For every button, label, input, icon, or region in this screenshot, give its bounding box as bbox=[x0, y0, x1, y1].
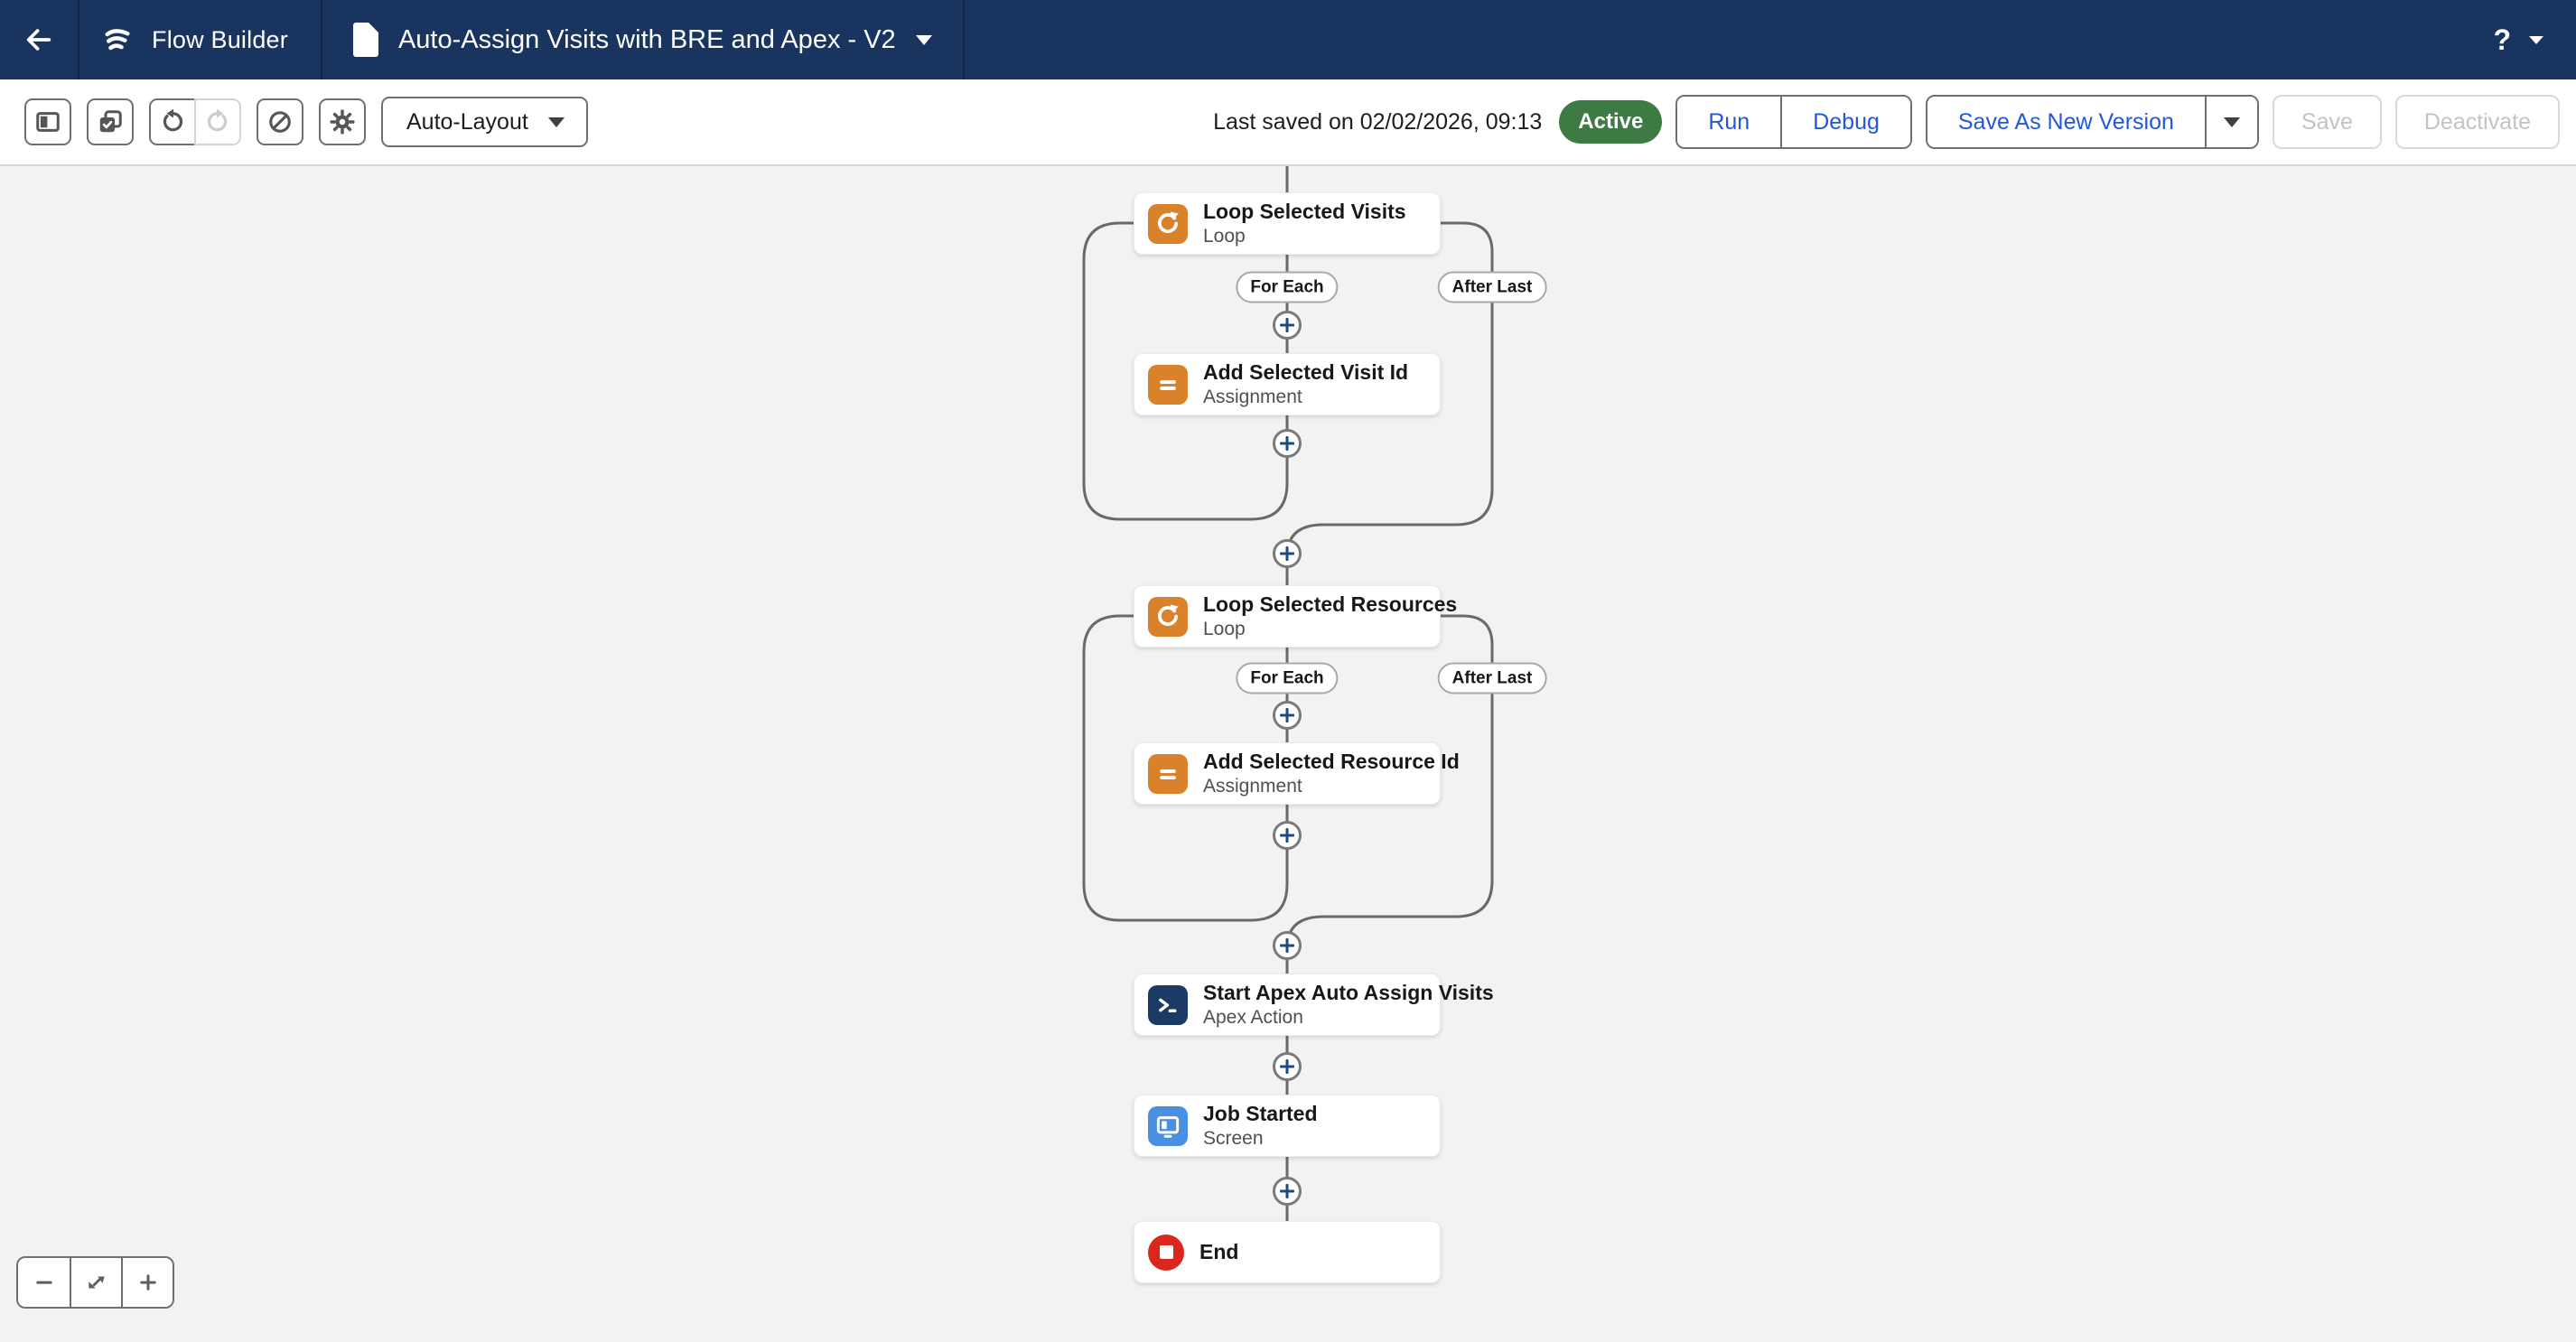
undo-redo-group bbox=[149, 98, 241, 145]
node-loop-selected-resources[interactable]: Loop Selected Resources Loop bbox=[1134, 585, 1457, 648]
branch-label-after-last: After Last bbox=[1437, 271, 1547, 303]
help-icon: ? bbox=[2493, 23, 2511, 56]
zoom-out-icon bbox=[35, 1281, 52, 1284]
undo-button[interactable] bbox=[149, 98, 196, 145]
zoom-controls bbox=[16, 1256, 174, 1309]
node-loop-selected-visits[interactable]: Loop Selected Visits Loop bbox=[1134, 192, 1441, 255]
node-type: Loop bbox=[1203, 619, 1246, 639]
debug-button[interactable]: Debug bbox=[1780, 97, 1910, 147]
expand-icon bbox=[88, 1276, 105, 1289]
assignment-icon bbox=[1148, 753, 1188, 794]
node-title: Add Selected Resource Id bbox=[1203, 750, 1460, 773]
zoom-in-icon bbox=[139, 1274, 156, 1291]
node-type: Screen bbox=[1203, 1128, 1264, 1149]
deactivate-button[interactable]: Deactivate bbox=[2394, 95, 2560, 149]
node-start-apex-auto-assign-visits[interactable]: Start Apex Auto Assign Visits Apex Actio… bbox=[1134, 974, 1494, 1036]
node-title: Start Apex Auto Assign Visits bbox=[1203, 981, 1494, 1004]
layout-mode-value: Auto-Layout bbox=[406, 108, 528, 135]
toolbar-left: Auto-Layout bbox=[24, 97, 588, 147]
status-badge: Active bbox=[1559, 100, 1663, 144]
node-title: Loop Selected Resources bbox=[1203, 592, 1458, 616]
select-elements-icon bbox=[99, 110, 122, 133]
save-as-new-version-button[interactable]: Save As New Version bbox=[1927, 97, 2205, 147]
node-type: Apex Action bbox=[1203, 1007, 1303, 1028]
disable-icon bbox=[269, 111, 291, 133]
app-name: Flow Builder bbox=[152, 25, 288, 53]
expand-button[interactable] bbox=[70, 1258, 121, 1307]
document-icon bbox=[352, 23, 378, 57]
add-element-button[interactable] bbox=[1273, 931, 1302, 960]
add-element-button[interactable] bbox=[1273, 429, 1302, 458]
flow-title: Auto-Assign Visits with BRE and Apex - V… bbox=[397, 24, 896, 54]
undo-icon bbox=[163, 108, 183, 132]
last-saved-text: Last saved on 02/02/2026, 09:13 bbox=[1213, 108, 1543, 135]
layout-mode-select[interactable]: Auto-Layout bbox=[381, 97, 588, 147]
end-icon bbox=[1148, 1234, 1184, 1271]
node-type: Assignment bbox=[1203, 387, 1302, 407]
flow-canvas[interactable]: Loop Selected Visits Loop For Each After… bbox=[0, 166, 2576, 1342]
node-title: Loop Selected Visits bbox=[1203, 200, 1406, 223]
node-title: End bbox=[1199, 1240, 1239, 1263]
add-element-button[interactable] bbox=[1273, 311, 1302, 340]
assignment-icon bbox=[1148, 364, 1188, 405]
node-type: Loop bbox=[1203, 226, 1246, 247]
add-element-button[interactable] bbox=[1273, 539, 1302, 568]
settings-button[interactable] bbox=[319, 98, 366, 145]
save-as-new-version-group: Save As New Version bbox=[1925, 95, 2259, 149]
back-button[interactable] bbox=[0, 0, 79, 79]
save-button[interactable]: Save bbox=[2272, 95, 2382, 149]
node-job-started[interactable]: Job Started Screen bbox=[1134, 1095, 1441, 1157]
disable-elements-button[interactable] bbox=[257, 98, 303, 145]
add-element-button[interactable] bbox=[1273, 701, 1302, 730]
save-options-button[interactable] bbox=[2204, 97, 2257, 147]
app-brand: Flow Builder bbox=[79, 0, 322, 79]
apex-terminal-icon bbox=[1148, 984, 1188, 1025]
branch-label-for-each: For Each bbox=[1236, 662, 1339, 694]
flow-builder-logo-icon bbox=[105, 29, 130, 51]
loop-icon bbox=[1148, 596, 1188, 637]
run-button[interactable]: Run bbox=[1677, 97, 1781, 147]
node-title: Add Selected Visit Id bbox=[1203, 360, 1409, 384]
node-type: Assignment bbox=[1203, 776, 1302, 797]
redo-icon bbox=[207, 108, 228, 132]
run-debug-group: Run Debug bbox=[1675, 95, 1912, 149]
chevron-down-icon bbox=[2223, 116, 2240, 127]
add-element-button[interactable] bbox=[1273, 1052, 1302, 1081]
zoom-in-button[interactable] bbox=[121, 1258, 173, 1307]
branch-label-for-each: For Each bbox=[1236, 271, 1339, 303]
header-spacer bbox=[965, 0, 2494, 79]
chevron-down-icon bbox=[2529, 35, 2543, 44]
toolbar: Auto-Layout Last saved on 02/02/2026, 09… bbox=[0, 79, 2576, 166]
add-element-button[interactable] bbox=[1273, 1177, 1302, 1206]
header-bar: Flow Builder Auto-Assign Visits with BRE… bbox=[0, 0, 2576, 79]
toggle-panel-button[interactable] bbox=[24, 98, 71, 145]
node-add-selected-resource-id[interactable]: Add Selected Resource Id Assignment bbox=[1134, 742, 1460, 805]
node-add-selected-visit-id[interactable]: Add Selected Visit Id Assignment bbox=[1134, 353, 1441, 415]
branch-label-after-last: After Last bbox=[1437, 662, 1547, 694]
node-title: Job Started bbox=[1203, 1102, 1318, 1125]
toolbar-right: Last saved on 02/02/2026, 09:13 Active R… bbox=[1213, 95, 2560, 149]
back-icon bbox=[26, 29, 51, 51]
help-menu[interactable]: ? bbox=[2493, 0, 2576, 79]
redo-button[interactable] bbox=[194, 98, 241, 145]
add-element-button[interactable] bbox=[1273, 821, 1302, 850]
chevron-down-icon bbox=[915, 34, 932, 45]
screen-icon bbox=[1148, 1105, 1188, 1146]
loop-icon bbox=[1148, 203, 1188, 244]
select-elements-button[interactable] bbox=[87, 98, 134, 145]
panel-toggle-icon bbox=[36, 112, 60, 132]
flow-title-menu[interactable]: Auto-Assign Visits with BRE and Apex - V… bbox=[322, 0, 965, 79]
zoom-out-button[interactable] bbox=[18, 1258, 70, 1307]
gear-icon bbox=[330, 109, 355, 135]
node-end[interactable]: End bbox=[1134, 1221, 1441, 1283]
chevron-down-icon bbox=[547, 116, 565, 127]
